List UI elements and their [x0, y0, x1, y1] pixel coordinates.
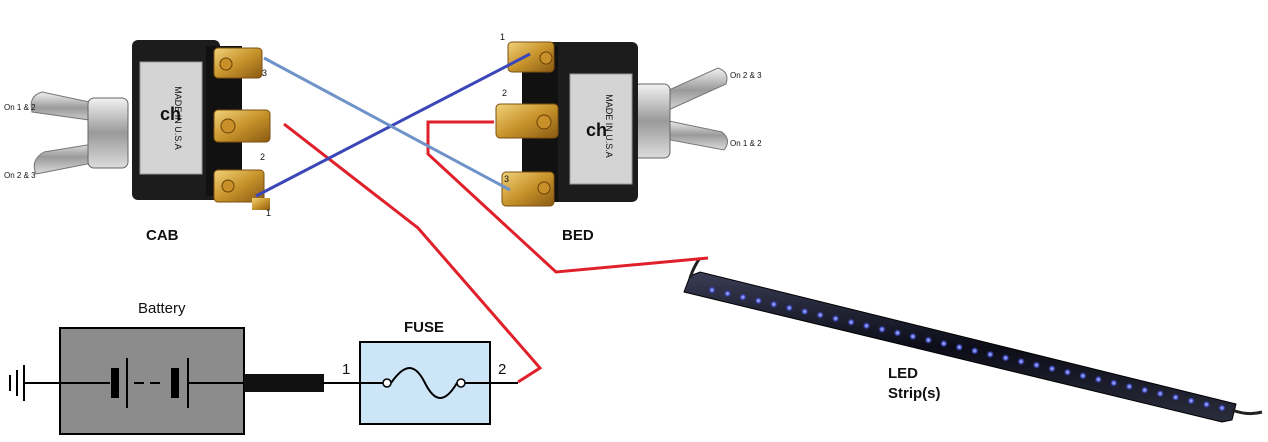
bed-terminal-2	[495, 103, 559, 139]
led-dot	[1218, 404, 1226, 412]
bed-body-text: MADE IN U.S.A	[604, 94, 614, 158]
ground-symbol	[9, 365, 60, 401]
led-strip	[683, 257, 1263, 423]
cab-body-text: MADE IN U.S.A	[173, 86, 183, 150]
led-dot	[1063, 368, 1072, 377]
led-dot	[1048, 364, 1056, 373]
led-dot	[1171, 393, 1180, 402]
cab-terminal-1	[213, 169, 265, 203]
blue-wire-cab1-to-bed1	[255, 52, 531, 198]
cab-term-4-label: 4	[212, 96, 217, 106]
bed-label: BED	[562, 227, 594, 244]
led-dot	[831, 314, 840, 323]
led-dot	[986, 350, 995, 359]
cab-bushing	[87, 97, 129, 169]
led-label-line1: LED	[888, 365, 918, 382]
led-dot	[769, 300, 778, 309]
led-dot	[924, 336, 933, 345]
led-dot	[878, 325, 886, 334]
battery-body	[59, 327, 245, 435]
led-dot	[1017, 357, 1026, 366]
led-dot	[1094, 375, 1103, 384]
led-dot	[939, 339, 948, 348]
led-dot	[816, 311, 825, 319]
lightblue-wire-cab3-to-bed3	[263, 56, 511, 192]
bed-toggle-lever-upper	[659, 67, 728, 113]
bed-term-2-label: 2	[502, 88, 507, 98]
cab-logo: ch	[160, 104, 181, 124]
led-dot	[754, 296, 763, 305]
led-dot	[893, 328, 902, 337]
cab-pos-up-label: On 1 & 2	[4, 103, 36, 112]
led-dot	[1078, 371, 1087, 380]
bed-switch-plate	[569, 73, 633, 185]
battery-label: Battery	[138, 300, 186, 317]
led-dot	[862, 321, 871, 330]
cab-screw-1	[221, 179, 235, 193]
led-dot	[800, 307, 809, 316]
fuse-pin-2-label: 2	[498, 361, 506, 378]
led-dot	[1202, 400, 1211, 409]
led-dot	[723, 289, 732, 298]
led-dot	[1109, 379, 1118, 387]
cab-pos-down-label: On 2 & 3	[4, 171, 36, 180]
red-wire-fuse-to-cab	[283, 122, 543, 384]
red-wire-bed-to-led	[426, 120, 709, 274]
bed-switch: MADE IN U.S.A ch 1 2 4 3 On 2 & 3 On 1 &…	[495, 32, 762, 207]
led-dot	[1140, 386, 1149, 395]
cab-label: CAB	[146, 227, 179, 244]
led-dot	[1001, 353, 1010, 362]
fuse-symbol	[360, 367, 490, 399]
led-dot	[1187, 396, 1196, 405]
bed-term-4-label: 4	[542, 144, 547, 154]
cab-lug-1	[252, 198, 270, 210]
led-dot	[738, 293, 747, 302]
cab-switch-plate	[139, 61, 203, 175]
led-label-line2: Strip(s)	[888, 385, 941, 402]
bed-screw-1	[539, 51, 553, 65]
led-dot	[908, 332, 917, 341]
cab-switch: MADE IN U.S.A ch 3 4 2 1 On 1 & 2 On 2 &…	[4, 40, 271, 218]
led-strip-cable	[1231, 408, 1263, 416]
bed-pos-up-label: On 2 & 3	[730, 71, 762, 80]
bed-term-1-label: 1	[500, 32, 505, 42]
bed-screw-3	[537, 181, 551, 195]
led-dot	[785, 303, 794, 312]
led-dots	[708, 286, 1226, 412]
bed-screw-2	[536, 114, 552, 130]
led-dot	[1032, 361, 1041, 370]
cab-screw-3	[219, 57, 233, 71]
cab-screw-2	[220, 118, 236, 134]
cab-term-3-label: 3	[262, 68, 267, 78]
led-dot	[847, 318, 856, 327]
cab-term-1-label: 1	[266, 208, 271, 218]
battery-cells-symbol	[60, 358, 244, 408]
bed-pos-down-label: On 1 & 2	[730, 139, 762, 148]
bed-term-3-label: 3	[504, 174, 509, 184]
bed-terminal-3	[501, 171, 555, 207]
led-dot	[955, 343, 964, 352]
fuse-pin-1-label: 1	[342, 361, 350, 378]
led-dot	[708, 286, 716, 294]
led-dot	[970, 346, 979, 355]
fuse-label: FUSE	[404, 319, 444, 336]
bed-bushing	[633, 83, 671, 159]
bed-terminal-1	[507, 41, 555, 73]
cab-term-2-label: 2	[260, 152, 265, 162]
bed-toggle-lever-lower	[659, 119, 728, 151]
cab-terminal-2	[213, 109, 271, 143]
led-dot	[1156, 389, 1165, 398]
bed-logo: ch	[586, 120, 607, 140]
led-dot	[1125, 382, 1134, 391]
battery-cable	[244, 374, 324, 392]
